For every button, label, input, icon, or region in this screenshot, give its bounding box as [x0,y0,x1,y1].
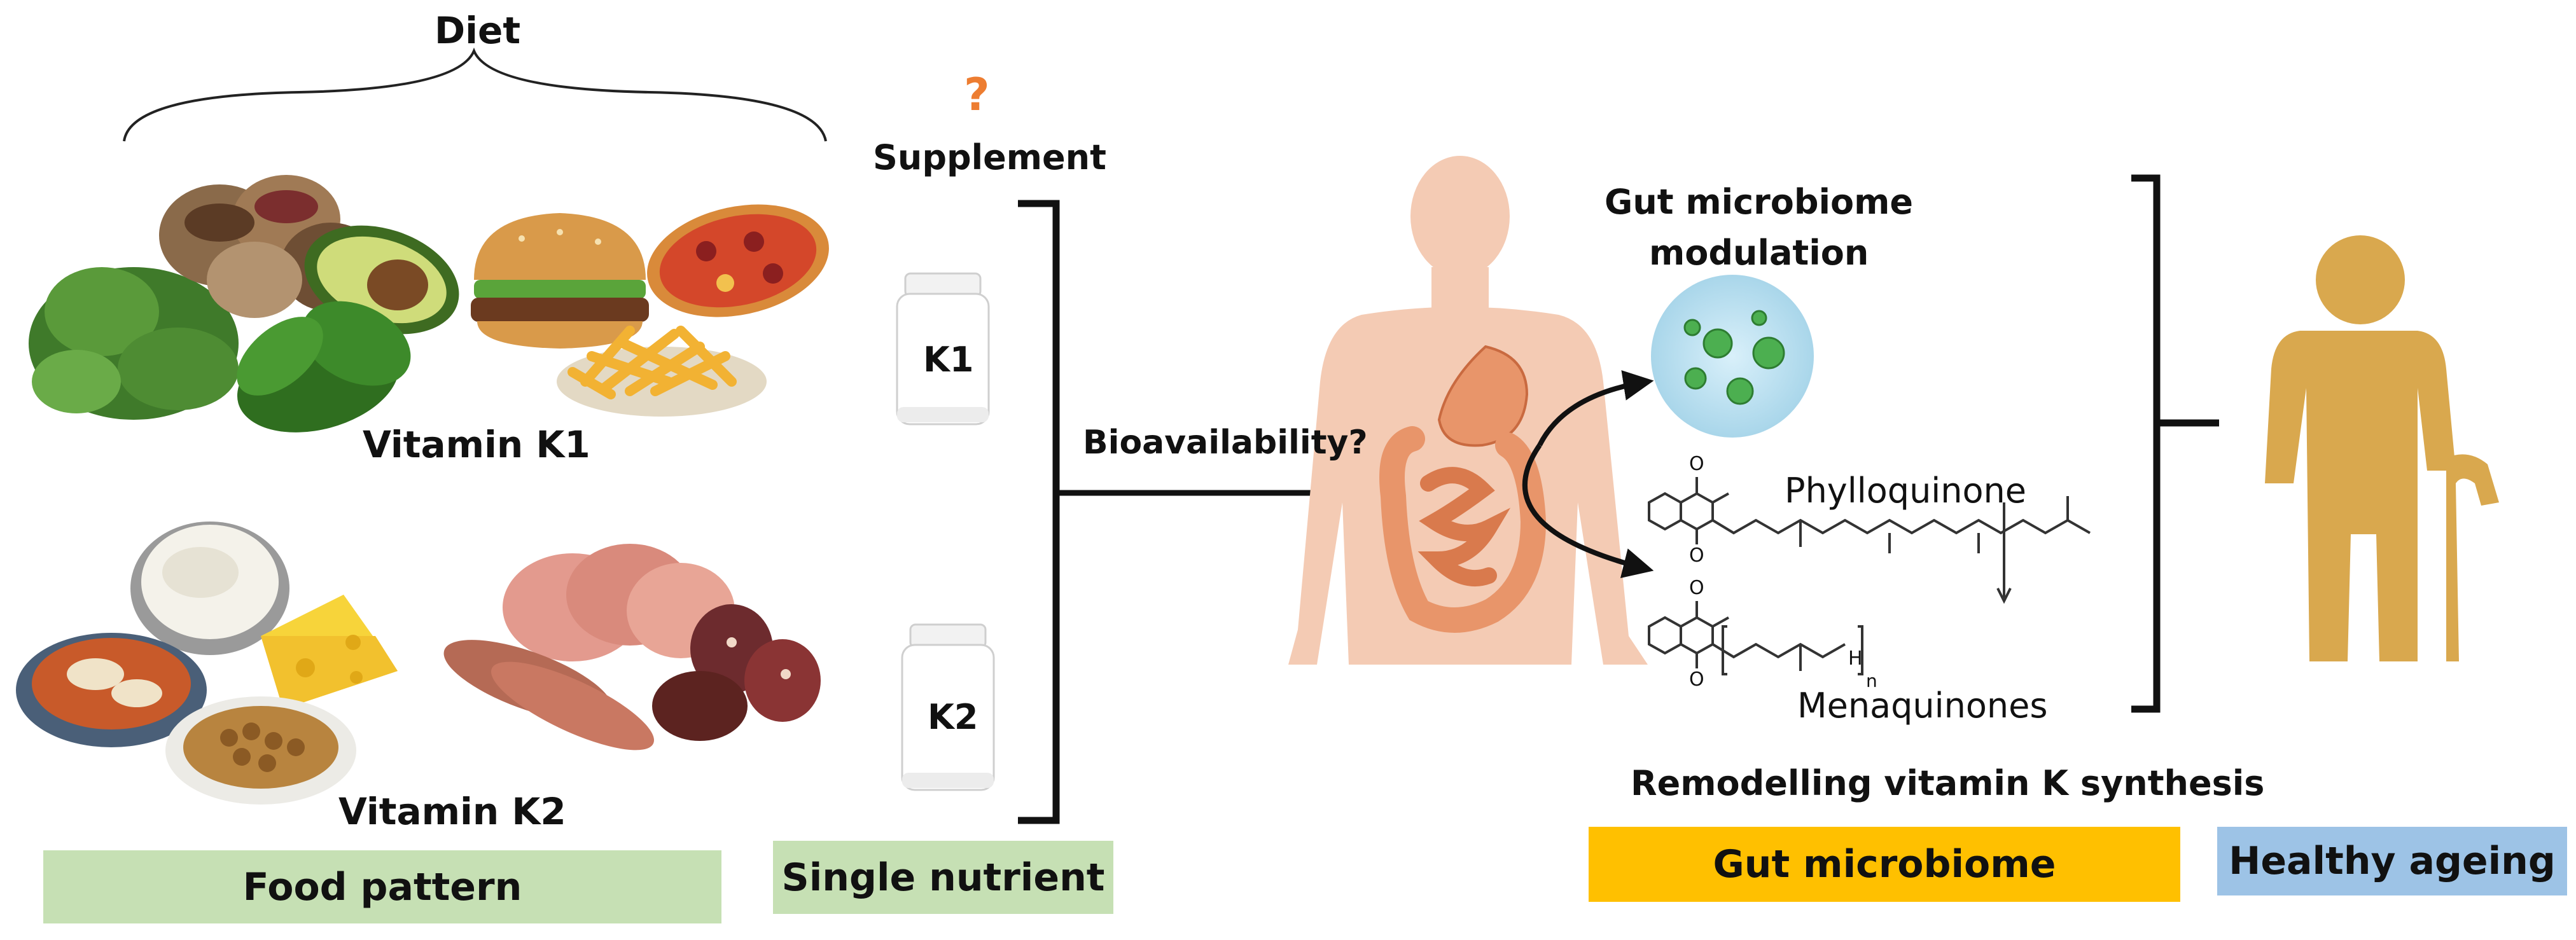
supplement-bottle-k2 [901,623,995,791]
supplement-question-mark: ? [964,69,990,121]
food-pattern-box: Food pattern [242,864,522,909]
healthy-ageing-box: Healthy ageing [2229,839,2556,883]
phylloquinone-oxygen-bottom: O [1689,544,1704,567]
supplement-title: Supplement [873,137,1106,177]
natto-illustration [165,696,356,805]
arrow-to-microbiome [1537,370,1654,446]
gut-microbiome-box-bg [1589,827,2180,902]
single-nutrient-box-bg [773,841,1113,914]
diet-title: Diet [435,9,521,52]
kale-illustration [29,267,239,420]
phylloquinone-structure [1648,477,2091,604]
menaquinones-label: Menaquinones [1797,686,2048,726]
menaquinones-structure [1648,601,1863,675]
gut-microbiome-box: Gut microbiome [1713,842,2056,887]
supplement-bracket [1018,200,1060,824]
gut-modulation-label-line2: modulation [1649,233,1869,273]
diet-brace [123,47,827,142]
food-pattern-box-bg [43,850,721,923]
vitamin-k2-foods-image [16,522,821,805]
cheese-illustration [261,595,398,709]
menaquinones-oxygen-top: O [1689,577,1704,599]
bottle-k2-label: K2 [928,697,978,737]
vitamin-k2-label: Vitamin K2 [338,790,566,833]
arrow-to-vitamin-structures [1522,443,1654,578]
healthy-ageing-box-bg [2217,827,2567,895]
gut-modulation-label-line1: Gut microbiome [1605,182,1914,222]
gut-bracket [2131,174,2161,713]
remodelling-synthesis-label: Remodelling vitamin K synthesis [1631,763,2265,803]
menaquinones-subscript-n: n [1866,670,1877,691]
phylloquinone-label: Phylloquinone [1785,471,2027,511]
phylloquinone-oxygen-top: O [1689,453,1704,475]
bottle-k1-label: K1 [923,340,974,380]
yogurt-illustration [130,522,289,655]
burger-illustration [471,213,649,349]
menaquinones-hydrogen: H [1848,647,1863,670]
spinach-illustration [237,301,411,432]
vitamin-k1-foods-image [29,175,829,432]
bioavailability-label: Bioavailability? [1083,424,1368,462]
meats-illustration [443,544,821,750]
kimchi-illustration [16,633,207,747]
elderly-person-icon [2265,235,2499,661]
supplement-bottle-k1 [896,272,990,425]
vitamin-k1-label: Vitamin K1 [363,423,590,466]
microbe-culture-image [1651,275,1814,438]
single-nutrient-box: Single nutrient [781,855,1105,900]
pizza-illustration [647,204,829,317]
menaquinones-oxygen-bottom: O [1689,668,1704,691]
fries-illustration [557,326,767,417]
